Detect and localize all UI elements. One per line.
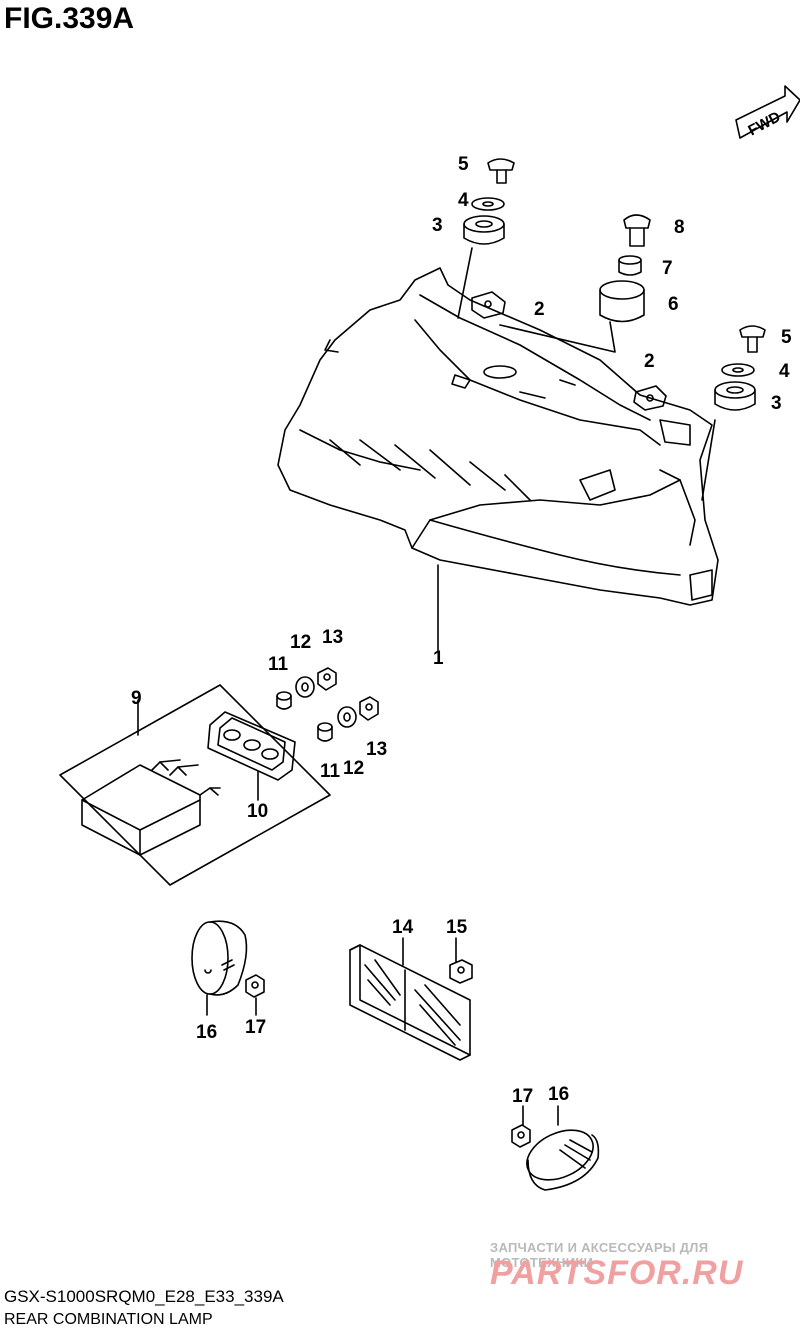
rear-cowl-part bbox=[277, 267, 719, 606]
washer-icon bbox=[721, 363, 755, 377]
grommet-icon bbox=[714, 381, 756, 411]
washer-icon bbox=[295, 676, 315, 698]
callout-label: 4 bbox=[458, 190, 469, 211]
callout-label: 2 bbox=[644, 351, 655, 372]
callout-label: 10 bbox=[247, 801, 268, 822]
round-reflector-icon bbox=[191, 920, 248, 996]
clip-nut-icon bbox=[633, 385, 667, 411]
callout-label: 5 bbox=[458, 154, 469, 175]
watermark-subtitle: ЗАПЧАСТИ И АКСЕССУАРЫ ДЛЯ МОТОТЕХНИКИ bbox=[490, 1240, 709, 1270]
screw-icon bbox=[623, 214, 651, 247]
callout-label: 5 bbox=[781, 327, 792, 348]
cushion-icon bbox=[599, 280, 645, 323]
rear-reflector-icon bbox=[349, 944, 471, 1061]
callout-label: 11 bbox=[268, 654, 289, 675]
nut-icon bbox=[359, 696, 379, 721]
nut-icon bbox=[511, 1124, 531, 1148]
bolt-icon bbox=[739, 325, 766, 353]
callout-label: 12 bbox=[290, 632, 311, 653]
callout-label: 17 bbox=[512, 1086, 533, 1107]
callout-label: 6 bbox=[668, 294, 679, 315]
fwd-arrow-icon: FWD bbox=[735, 85, 800, 139]
watermark-logo-text: PARTSFOR.RU bbox=[490, 1254, 744, 1290]
nut-icon bbox=[449, 959, 473, 984]
bolt-icon bbox=[487, 158, 515, 184]
round-reflector-icon bbox=[526, 1129, 600, 1191]
callout-label: 14 bbox=[392, 917, 414, 938]
callout-label: 2 bbox=[534, 299, 545, 320]
callout-label: 11 bbox=[320, 761, 341, 782]
gasket-icon bbox=[207, 711, 296, 781]
callout-label: 17 bbox=[245, 1017, 266, 1038]
callout-label: 9 bbox=[131, 688, 142, 709]
washer-icon bbox=[471, 197, 505, 211]
callout-label: 1 bbox=[433, 648, 444, 669]
callout-label: 15 bbox=[446, 917, 468, 938]
callout-label: 13 bbox=[322, 627, 343, 648]
nut-icon bbox=[317, 667, 337, 691]
collar-icon bbox=[618, 255, 642, 276]
spacer-icon bbox=[276, 691, 292, 710]
callout-label: 16 bbox=[196, 1022, 217, 1043]
figure-code: GSX-S1000SRQM0_E28_E33_339A bbox=[4, 1287, 284, 1306]
callout-label: 16 bbox=[548, 1084, 569, 1105]
nut-icon bbox=[245, 974, 265, 998]
watermark-logo: PARTSFOR.RU bbox=[490, 1254, 744, 1290]
callout-label: 13 bbox=[366, 739, 387, 760]
callout-label: 7 bbox=[662, 258, 673, 279]
grommet-icon bbox=[463, 215, 505, 245]
callout-label: 12 bbox=[343, 758, 364, 779]
lamp-assembly-box bbox=[59, 684, 331, 886]
callout-label: 3 bbox=[432, 215, 443, 236]
figure-title: FIG.339A bbox=[4, 2, 135, 35]
tail-lamp-icon bbox=[81, 759, 221, 856]
callout-label: 3 bbox=[771, 393, 782, 414]
clip-nut-icon bbox=[471, 291, 506, 319]
spacer-icon bbox=[317, 722, 333, 742]
callout-label: 8 bbox=[674, 217, 685, 238]
callout-label: 4 bbox=[779, 361, 790, 382]
washer-icon bbox=[337, 706, 357, 728]
figure-caption: REAR COMBINATION LAMP bbox=[4, 1311, 213, 1328]
